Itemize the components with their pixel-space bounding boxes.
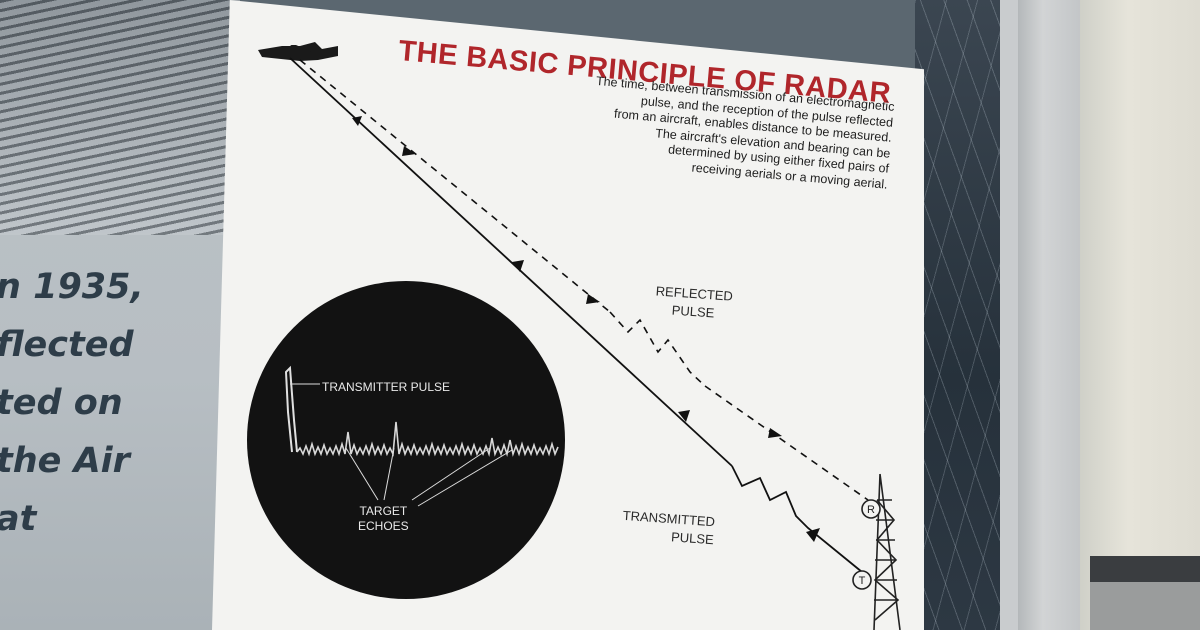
arrow-down-3 xyxy=(768,428,782,438)
target-echoes-label: TARGET ECHOES xyxy=(358,504,409,533)
arrow-down-2 xyxy=(586,294,600,304)
reflected-path xyxy=(299,59,869,501)
shelf-base xyxy=(1090,582,1200,630)
background-panel-left: n 1935, flected ted on the Air at xyxy=(0,0,240,630)
transmitted-path xyxy=(289,57,863,573)
arrow-up-1 xyxy=(352,116,362,126)
tower-receive-label: R xyxy=(867,504,875,516)
display-frame xyxy=(1000,0,1018,630)
oscilloscope-display xyxy=(247,281,565,599)
arrow-up-2 xyxy=(512,260,524,272)
aerial-photo xyxy=(0,0,240,235)
wall xyxy=(1080,0,1200,630)
arrow-down-1 xyxy=(402,146,416,156)
transmitted-pulse-label: TRANSMITTED PULSE xyxy=(622,507,716,548)
shelf xyxy=(1090,556,1200,582)
echo-trace xyxy=(296,421,559,458)
echo-pointer-2 xyxy=(383,447,395,501)
echo-pointer-4 xyxy=(417,449,513,507)
arrow-up-3 xyxy=(678,410,690,422)
transmitter-pulse-trace xyxy=(284,365,298,453)
transmitter-pulse-label: TRANSMITTER PULSE xyxy=(322,380,451,394)
radar-tower-icon xyxy=(852,473,901,630)
aircraft-icon xyxy=(258,42,338,61)
background-caption: n 1935, flected ted on the Air at xyxy=(0,267,144,539)
reflected-pulse-label: REFLECTED PULSE xyxy=(655,283,734,321)
arrow-up-4 xyxy=(806,528,820,542)
display-frame-edge xyxy=(1018,0,1080,630)
tower-transmit-label: T xyxy=(859,575,866,587)
echo-pointer-1 xyxy=(345,447,379,501)
echo-pointer-3 xyxy=(411,447,491,501)
